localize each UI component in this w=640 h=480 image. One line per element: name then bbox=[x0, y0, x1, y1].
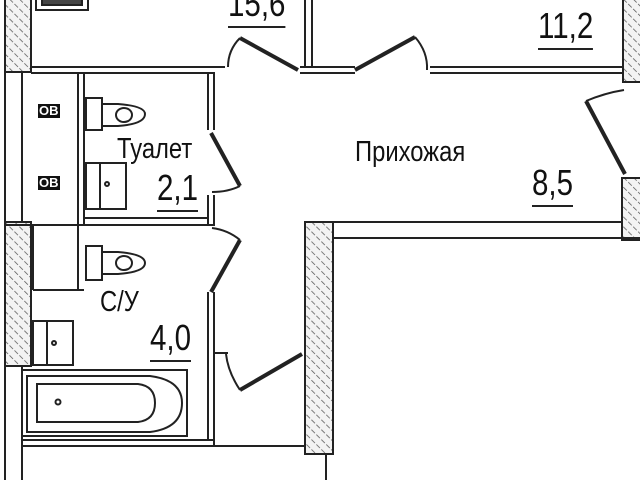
shaft-mark: ОВ bbox=[38, 175, 60, 190]
wall-right-mid bbox=[621, 177, 640, 241]
door-top-right bbox=[354, 35, 416, 72]
shaft-mark: ОВ bbox=[38, 103, 60, 118]
door-lower bbox=[238, 352, 304, 392]
wall-center bbox=[304, 221, 334, 455]
toilet-fixture-1 bbox=[85, 97, 147, 131]
wall-left-mid bbox=[4, 221, 32, 367]
bathtub bbox=[21, 369, 188, 437]
room-area-top-right: 11,2 bbox=[538, 8, 594, 50]
toilet-fixture-2 bbox=[85, 245, 147, 281]
room-name-hallway: Прихожая bbox=[355, 136, 466, 168]
door-bathroom bbox=[209, 239, 242, 293]
wall-left-top bbox=[4, 0, 32, 73]
sink-2 bbox=[32, 320, 74, 366]
sink-1 bbox=[85, 162, 127, 210]
wall-right-top bbox=[622, 0, 640, 83]
door-top-left bbox=[239, 36, 299, 72]
room-name-bathroom: С/У bbox=[100, 286, 139, 318]
door-toilet bbox=[209, 132, 242, 187]
room-area-bathroom: 4,0 bbox=[150, 320, 192, 362]
room-area-top-left: 15,6 bbox=[228, 0, 286, 28]
door-entrance bbox=[584, 100, 627, 175]
room-name-toilet: Туалет bbox=[117, 133, 193, 165]
room-area-toilet: 2,1 bbox=[157, 170, 199, 212]
room-area-hallway: 8,5 bbox=[532, 165, 574, 207]
stove bbox=[35, 0, 89, 11]
